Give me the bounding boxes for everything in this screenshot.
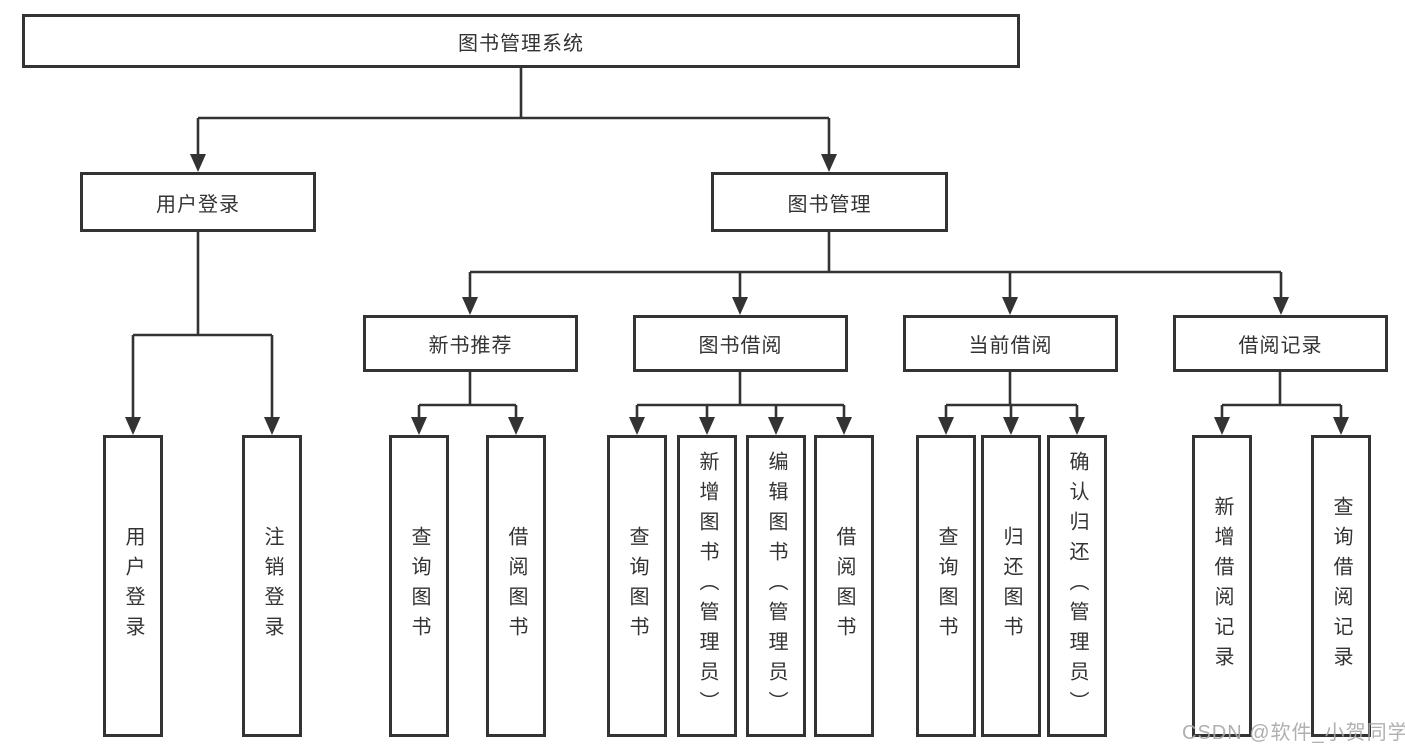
branch-new-book-recommend-to-leaves — [411, 372, 524, 435]
node-label: 查询图书 — [935, 526, 957, 646]
branch-root-to-level2 — [190, 68, 837, 172]
node-label: 确认归还（管理员） — [1066, 451, 1088, 721]
node-query-books-borrowing: 查询图书 — [607, 435, 667, 737]
node-query-books-recommend: 查询图书 — [389, 435, 449, 737]
node-label: 注销登录 — [261, 526, 283, 646]
node-label: 当前借阅 — [968, 335, 1053, 357]
branch-borrow-records-to-leaves — [1214, 372, 1349, 435]
node-user-login: 用户登录 — [80, 172, 316, 232]
node-borrow-books-borrowing: 借阅图书 — [814, 435, 874, 737]
node-borrow-records: 借阅记录 — [1173, 315, 1388, 372]
node-label: 用户登录 — [156, 193, 240, 216]
node-label: 新书推荐 — [428, 335, 513, 357]
node-root-system: 图书管理系统 — [22, 14, 1020, 68]
node-user-login-leaf: 用户登录 — [103, 435, 163, 737]
node-label: 借阅图书 — [833, 526, 855, 646]
node-label: 归还图书 — [1000, 526, 1022, 646]
node-add-borrow-record: 新增借阅记录 — [1192, 435, 1252, 737]
branch-book-borrowing-to-leaves — [629, 372, 852, 435]
node-edit-book-admin: 编辑图书（管理员） — [746, 435, 806, 737]
node-label: 借阅记录 — [1238, 335, 1323, 357]
node-label: 图书借阅 — [698, 335, 783, 357]
node-label: 图书管理系统 — [458, 32, 584, 55]
node-label: 编辑图书（管理员） — [765, 451, 787, 721]
branch-book-management-to-level3 — [462, 232, 1289, 315]
node-book-management: 图书管理 — [711, 172, 948, 232]
branch-current-borrowing-to-leaves — [938, 372, 1085, 435]
node-logout: 注销登录 — [242, 435, 302, 737]
node-label: 借阅图书 — [505, 526, 527, 646]
node-query-borrow-record: 查询借阅记录 — [1311, 435, 1371, 737]
node-label: 用户登录 — [122, 526, 144, 646]
watermark: CSDN @软件_小贺同学 — [1182, 722, 1405, 744]
node-query-books-current: 查询图书 — [916, 435, 976, 737]
node-borrow-books-recommend: 借阅图书 — [486, 435, 546, 737]
node-label: 查询图书 — [626, 526, 648, 646]
node-label: 新增借阅记录 — [1211, 496, 1233, 676]
branch-user-login-to-leaves — [125, 232, 280, 435]
node-new-book-recommend: 新书推荐 — [363, 315, 578, 372]
node-return-book: 归还图书 — [981, 435, 1041, 737]
node-confirm-return-admin: 确认归还（管理员） — [1047, 435, 1107, 737]
node-label: 图书管理 — [787, 193, 872, 216]
node-book-borrowing: 图书借阅 — [633, 315, 848, 372]
node-label: 查询图书 — [408, 526, 430, 646]
node-add-book-admin: 新增图书（管理员） — [677, 435, 737, 737]
node-current-borrowing: 当前借阅 — [903, 315, 1118, 372]
node-label: 查询借阅记录 — [1330, 496, 1352, 676]
node-label: 新增图书（管理员） — [696, 451, 718, 721]
